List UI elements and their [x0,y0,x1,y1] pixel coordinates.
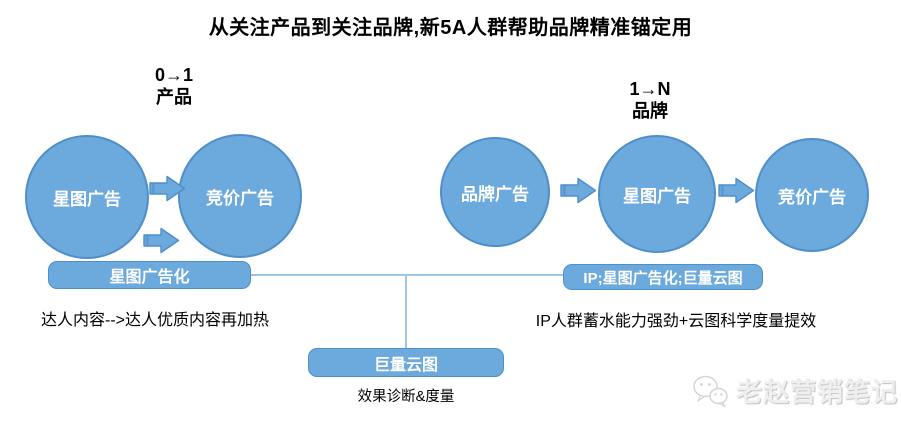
stage-label-right-line1: 1→N [629,79,671,99]
horizontal-connector-line [251,274,563,276]
caption-bottom: 效果诊断&度量 [357,389,455,405]
circle-xingtu-ad-left: 星图广告 [25,135,149,259]
circle-bidding-ad-right: 竞价广告 [755,138,869,252]
stage-label-right-line2: 品牌 [632,101,668,121]
circle-xingtu-ad-right: 星图广告 [598,135,716,253]
right-arrow-icon [560,177,597,204]
stage-label-left-line2: 产品 [156,87,192,107]
watermark-text: 老赵营销笔记 [736,377,899,407]
wechat-icon [693,375,728,407]
right-arrow-icon [143,227,180,254]
caption-left: 达人内容-->达人优质内容再加热 [41,312,270,329]
stage-label-left-line1: 0→1 [154,65,194,85]
circle-bidding-ad-left: 竞价广告 [178,134,302,258]
caption-right: IP人群蓄水能力强劲+云图科学度量提效 [535,313,817,330]
watermark: 老赵营销笔记 [692,372,898,409]
box-ip-xingtu-yuntu: IP;星图广告化;巨量云图 [563,264,763,290]
circle-brand-ad: 品牌广告 [440,137,550,247]
box-xingtu-ad-ization: 星图广告化 [48,261,251,289]
page-title: 从关注产品到关注品牌,新5A人群帮助品牌精准锚定用 [208,17,693,39]
box-juliang-yuntu: 巨量云图 [308,348,504,377]
vertical-connector-line [405,275,407,348]
right-arrow-icon [149,175,186,202]
right-arrow-icon [718,177,755,204]
stage-label-left: 0→1 产品 [139,64,209,108]
stage-label-right: 1→N 品牌 [615,78,685,122]
